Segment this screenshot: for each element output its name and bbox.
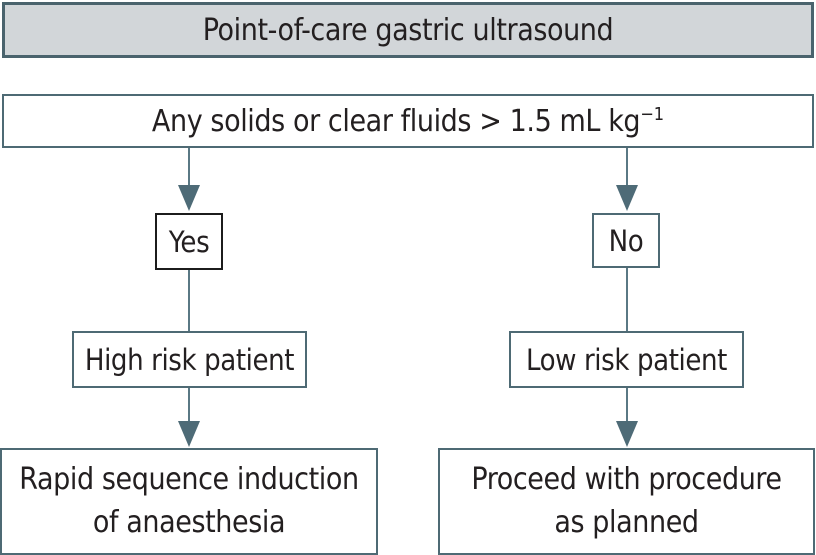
question-superscript: −1 [640,103,665,125]
low-risk-box: Low risk patient [509,331,744,388]
outcome-right-line2: as planned [554,504,699,540]
title-box: Point-of-care gastric ultrasound [2,2,814,58]
connector-no-to-low-risk [626,268,628,331]
yes-label: Yes [168,224,210,259]
connector-question-to-no [626,148,628,186]
arrow-down-icon [616,185,638,211]
question-text: Any solids or clear fluids > 1.5 mL kg−1 [151,103,665,139]
rapid-sequence-induction-box: Rapid sequence induction of anaesthesia [0,448,378,555]
outcome-left-line1: Rapid sequence induction [19,461,359,497]
connector-yes-to-high-risk [188,270,190,331]
high-risk-box: High risk patient [72,331,307,388]
arrow-down-icon [178,185,200,211]
arrow-down-icon [178,421,200,447]
connector-low-risk-to-outcome [626,388,628,422]
low-risk-label: Low risk patient [525,342,727,377]
outcome-left-line2: of anaesthesia [92,504,286,540]
connector-question-to-yes [188,148,190,186]
page-title: Point-of-care gastric ultrasound [202,12,614,48]
arrow-down-icon [616,421,638,447]
no-label: No [608,223,644,258]
no-box: No [592,213,660,268]
yes-box: Yes [155,213,223,270]
question-box: Any solids or clear fluids > 1.5 mL kg−1 [2,94,814,148]
proceed-with-procedure-box: Proceed with procedure as planned [438,448,815,555]
outcome-right-line1: Proceed with procedure [471,461,782,497]
connector-high-risk-to-outcome [188,388,190,422]
high-risk-label: High risk patient [84,342,295,377]
